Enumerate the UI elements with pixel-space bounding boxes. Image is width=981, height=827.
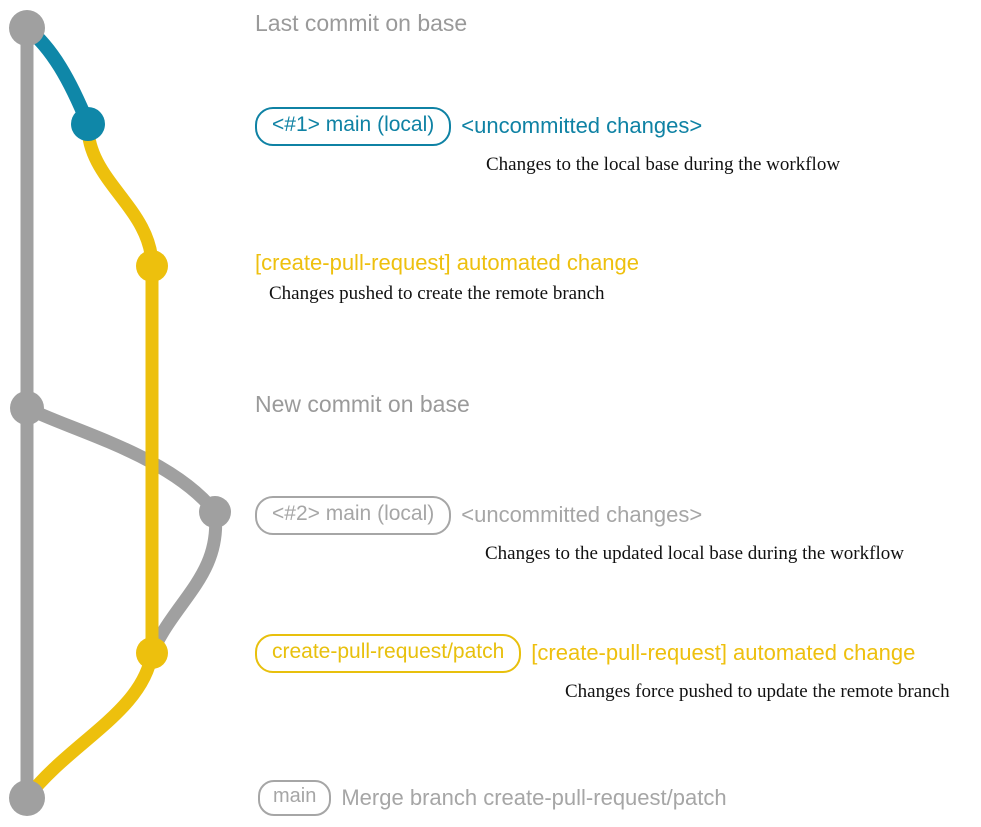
row-local-change-2: <#2> main (local) <uncommitted changes> …	[255, 496, 904, 565]
row-merge-commit: main Merge branch create-pull-request/pa…	[258, 780, 727, 816]
edge-base-to-local2	[20, 401, 222, 519]
branch-pill-main[interactable]: main	[258, 780, 332, 816]
commit-description: Changes to the local base during the wor…	[486, 153, 841, 175]
node-base-head	[9, 10, 45, 46]
commit-headline: Last commit on base	[255, 10, 468, 36]
node-patch-1	[136, 250, 168, 282]
row-main: <#2> main (local) <uncommitted changes>	[255, 496, 702, 535]
commit-description: Changes to the updated local base during…	[485, 542, 904, 564]
node-merge	[9, 780, 45, 816]
node-base-new	[10, 391, 44, 425]
commit-message: [create-pull-request] automated change	[531, 640, 916, 666]
commit-message: [create-pull-request] automated change	[255, 250, 640, 275]
node-local-1	[71, 107, 105, 141]
row-main: Last commit on base	[255, 10, 468, 36]
edge-local2-to-patch2	[145, 505, 223, 660]
row-automated-change-1: [create-pull-request] automated change C…	[255, 250, 640, 305]
row-main: main Merge branch create-pull-request/pa…	[258, 780, 727, 816]
commit-headline: New commit on base	[255, 391, 470, 417]
row-automated-change-2: create-pull-request/patch [create-pull-r…	[255, 634, 950, 703]
node-patch-2	[136, 637, 168, 669]
node-local-2	[199, 496, 231, 528]
commit-description: Changes pushed to create the remote bran…	[269, 283, 605, 305]
row-last-commit-on-base: Last commit on base	[255, 10, 468, 36]
branch-pill-main-local-2[interactable]: <#2> main (local)	[255, 496, 452, 535]
row-main: create-pull-request/patch [create-pull-r…	[255, 634, 915, 673]
edge-local1-to-patch1	[81, 117, 159, 273]
branch-pill-create-pull-request-patch[interactable]: create-pull-request/patch	[255, 634, 522, 673]
commit-message: Merge branch create-pull-request/patch	[341, 784, 727, 810]
row-main: New commit on base	[255, 391, 470, 417]
edge-patch2-to-merge	[20, 646, 159, 805]
commit-message: <uncommitted changes>	[461, 113, 703, 139]
edge-base-to-local1	[20, 21, 95, 131]
row-main: <#1> main (local) <uncommitted changes>	[255, 107, 702, 146]
row-main: [create-pull-request] automated change	[255, 250, 640, 275]
commit-message: <uncommitted changes>	[461, 502, 703, 528]
commit-description: Changes force pushed to update the remot…	[565, 680, 950, 702]
row-local-change-1: <#1> main (local) <uncommitted changes> …	[255, 107, 840, 176]
branch-pill-main-local-1[interactable]: <#1> main (local)	[255, 107, 452, 146]
row-new-commit-on-base: New commit on base	[255, 391, 470, 417]
